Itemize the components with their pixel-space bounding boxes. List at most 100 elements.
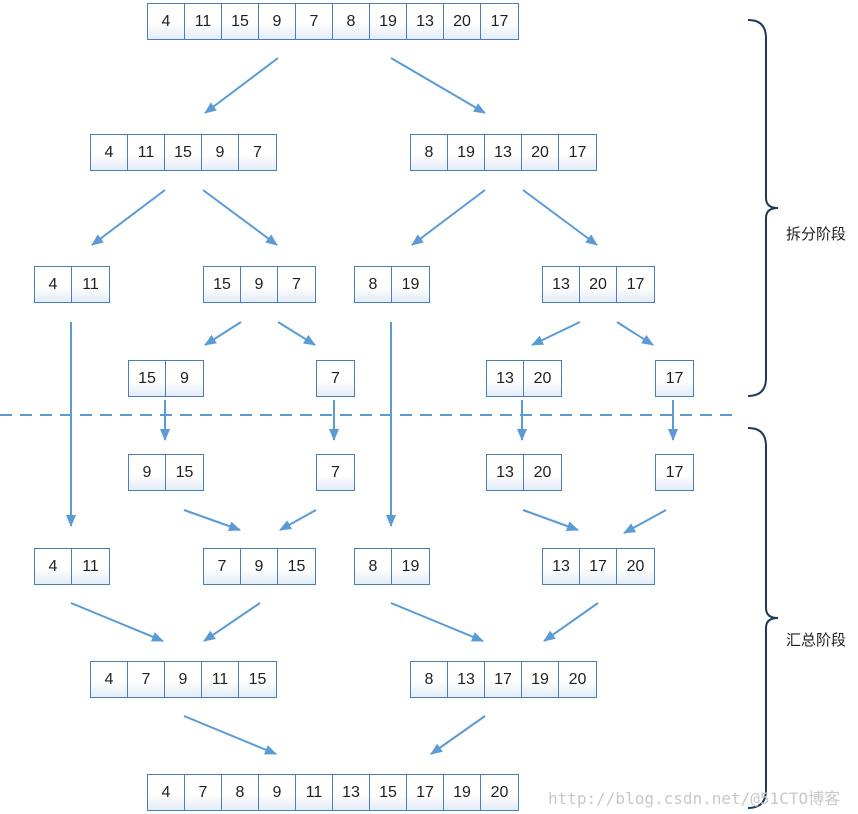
array-cell: 17 <box>656 455 693 490</box>
array-cell: 15 <box>222 4 259 39</box>
array-split-rrr: 17 <box>655 360 694 397</box>
array-cell: 20 <box>522 135 559 170</box>
array-cell: 17 <box>580 549 617 584</box>
array-cell: 4 <box>148 775 185 810</box>
arrow-root-to-split-l <box>204 57 279 114</box>
array-cell: 9 <box>259 775 296 810</box>
array-cell: 15 <box>278 549 315 584</box>
array-cell: 20 <box>617 549 654 584</box>
array-cell: 9 <box>259 4 296 39</box>
array-cell: 7 <box>239 135 276 170</box>
array-cell: 7 <box>296 4 333 39</box>
array-cell: 4 <box>35 549 72 584</box>
array-cell: 7 <box>278 267 315 302</box>
array-split-lrr: 7 <box>316 360 355 397</box>
array-cell: 19 <box>522 662 559 697</box>
arrow-merged-rl-to-merged-r <box>390 602 484 642</box>
array-cell: 15 <box>370 775 407 810</box>
array-cell: 7 <box>185 775 222 810</box>
array-cell: 15 <box>165 135 202 170</box>
watermark: http://blog.csdn.net/@51CTO博客 <box>548 789 841 808</box>
array-cell: 8 <box>333 4 370 39</box>
array-cell: 17 <box>617 267 654 302</box>
arrow-merged-l-to-final <box>183 715 277 755</box>
array-cell: 9 <box>202 135 239 170</box>
array-cell: 13 <box>485 135 522 170</box>
array-cell: 13 <box>487 361 524 396</box>
array-cell: 4 <box>148 4 185 39</box>
array-cell: 7 <box>128 662 165 697</box>
array-cell: 20 <box>559 662 596 697</box>
arrow-split-r-to-split-rl <box>411 189 486 246</box>
array-cell: 19 <box>444 775 481 810</box>
split-phase-label: 拆分阶段 <box>786 225 847 243</box>
arrow-merged-rr-to-merged-r <box>543 602 599 642</box>
array-sorted-lrr: 7 <box>316 454 355 491</box>
array-cell: 9 <box>241 267 278 302</box>
arrow-sorted-rrr-to-merged-rr <box>623 509 667 534</box>
arrow-split-rr-to-split-rrl <box>531 321 581 346</box>
array-cell: 9 <box>241 549 278 584</box>
arrow-root-to-split-r <box>390 57 486 114</box>
merge-phase-brace <box>747 427 779 809</box>
arrow-merged-lr-to-merged-l <box>203 602 261 642</box>
array-cell: 8 <box>411 135 448 170</box>
array-cell: 13 <box>543 267 580 302</box>
array-cell: 19 <box>392 267 429 302</box>
array-cell: 17 <box>481 4 518 39</box>
array-cell: 7 <box>204 549 241 584</box>
array-sorted-rrr: 17 <box>655 454 694 491</box>
arrow-sorted-rrl-to-merged-rr <box>522 509 579 531</box>
array-cell: 11 <box>296 775 333 810</box>
array-cell: 19 <box>392 549 429 584</box>
array-cell: 13 <box>448 662 485 697</box>
array-cell: 20 <box>481 775 518 810</box>
array-cell: 17 <box>407 775 444 810</box>
array-cell: 17 <box>485 662 522 697</box>
array-cell: 8 <box>355 267 392 302</box>
array-cell: 9 <box>166 361 203 396</box>
arrow-merged-r-to-final <box>430 715 486 755</box>
array-cell: 19 <box>448 135 485 170</box>
array-cell: 17 <box>559 135 596 170</box>
array-cell: 17 <box>656 361 693 396</box>
array-cell: 20 <box>524 361 561 396</box>
array-cell: 15 <box>204 267 241 302</box>
array-cell: 19 <box>370 4 407 39</box>
split-phase-brace <box>747 19 779 397</box>
array-cell: 8 <box>222 775 259 810</box>
array-cell: 11 <box>128 135 165 170</box>
array-cell: 11 <box>202 662 239 697</box>
arrow-sorted-lrr-to-merged-lr <box>279 509 317 531</box>
array-cell: 11 <box>185 4 222 39</box>
array-cell: 4 <box>91 662 128 697</box>
array-cell: 8 <box>355 549 392 584</box>
array-cell: 13 <box>333 775 370 810</box>
arrow-split-l-to-split-lr <box>202 189 278 246</box>
arrow-split-r-to-split-rr <box>522 189 598 246</box>
array-cell: 20 <box>444 4 481 39</box>
arrow-sorted-lrl-to-merged-lr <box>183 509 241 532</box>
arrow-split-l-to-split-ll <box>91 189 166 246</box>
array-cell: 13 <box>487 455 524 490</box>
array-cell: 13 <box>407 4 444 39</box>
array-cell: 20 <box>524 455 561 490</box>
array-cell: 4 <box>91 135 128 170</box>
array-cell: 11 <box>72 267 109 302</box>
